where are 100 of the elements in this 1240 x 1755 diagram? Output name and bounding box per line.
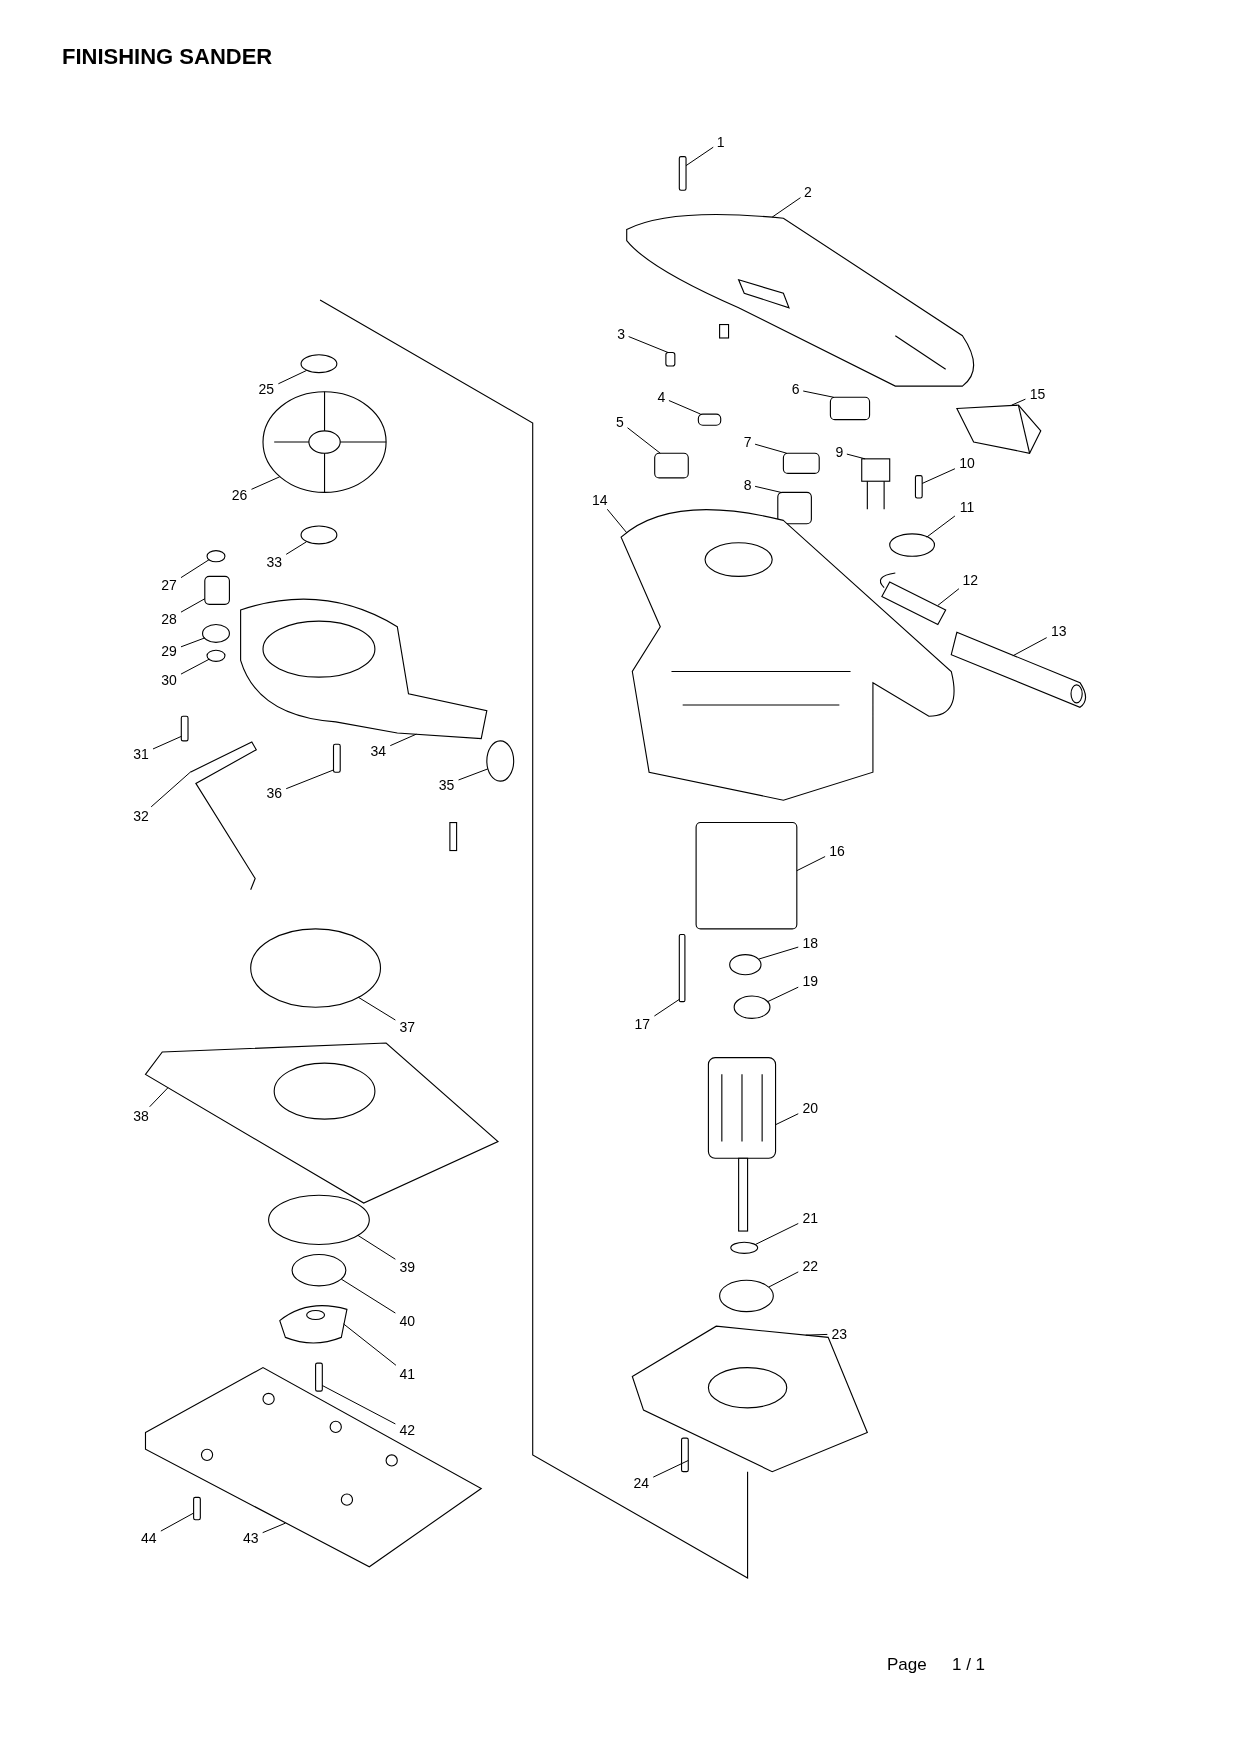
screw-drawing: [914, 475, 923, 499]
sleeve-drawing: [204, 575, 230, 605]
motor-housing-drawing: [620, 509, 955, 801]
callout-number: 34: [370, 743, 387, 758]
leader-line: [150, 771, 191, 808]
leader-line: [653, 998, 680, 1017]
callout-number: 41: [399, 1367, 416, 1382]
leader-line: [340, 1278, 396, 1314]
terminal-block-drawing: [829, 396, 871, 421]
leader-line: [160, 1512, 195, 1532]
callout-number: 42: [399, 1423, 416, 1438]
callout-number: 25: [258, 382, 275, 397]
leader-line: [152, 735, 182, 750]
leader-line: [758, 946, 799, 960]
leader-line: [754, 485, 782, 493]
fan-housing-drawing: [240, 598, 488, 740]
leader-line: [321, 1385, 396, 1425]
leader-line: [262, 1522, 286, 1534]
bearing-drawing: [291, 1254, 347, 1287]
callout-number: 44: [141, 1530, 157, 1545]
callout-number: 2: [804, 185, 812, 200]
callout-number: 1: [716, 135, 725, 150]
leader-line: [389, 733, 417, 747]
callout-number: 43: [242, 1530, 259, 1545]
leader-line: [1011, 398, 1026, 406]
ring-drawing: [250, 928, 382, 1008]
leader-line: [285, 769, 334, 790]
long-screw-drawing: [678, 933, 686, 1003]
leader-line: [277, 369, 308, 385]
callout-number: 35: [438, 777, 455, 792]
switch-drawing: [777, 491, 812, 525]
leader-line: [685, 146, 714, 167]
leader-line: [357, 1235, 396, 1260]
leader-line: [802, 390, 835, 398]
o-ring-drawing: [486, 740, 515, 782]
leader-line: [768, 1271, 799, 1288]
callout-number: 3: [617, 326, 625, 341]
callout-number: 20: [802, 1100, 819, 1115]
switch-lever-drawing: [782, 452, 820, 474]
callout-number: 21: [802, 1210, 819, 1225]
leader-line: [149, 1087, 169, 1108]
callout-number: 33: [266, 554, 282, 569]
callout-number: 9: [835, 445, 844, 460]
cord-clamp-drawing: [889, 533, 936, 557]
callout-number: 10: [959, 456, 975, 471]
callout-number: 37: [399, 1020, 416, 1035]
bushing-drawing: [202, 623, 230, 643]
callout-number: 19: [802, 974, 819, 989]
stator-drawing: [695, 822, 798, 930]
page-label: Page: [887, 1654, 927, 1676]
leader-line: [926, 515, 956, 538]
callout-number: 15: [1029, 386, 1046, 401]
callout-number: 5: [616, 414, 624, 429]
leader-line: [668, 400, 702, 415]
callout-number: 39: [399, 1259, 416, 1274]
leader-line: [796, 856, 826, 872]
leader-line: [357, 996, 396, 1021]
callout-number: 12: [962, 572, 979, 587]
callout-number: 18: [802, 936, 819, 951]
callout-number: 4: [657, 390, 666, 405]
leader-line: [180, 658, 210, 675]
callout-number: 11: [959, 499, 975, 514]
callout-number: 30: [161, 673, 177, 688]
capacitor-drawing: [861, 458, 891, 510]
screw-drawing: [681, 1437, 689, 1473]
callout-number: 27: [161, 578, 177, 593]
leader-line: [180, 637, 206, 648]
leader-line: [652, 1459, 689, 1478]
leader-line: [805, 1333, 828, 1336]
callout-number: 17: [634, 1017, 651, 1031]
callout-number: 14: [592, 493, 608, 508]
screw-drawing: [678, 156, 687, 191]
leader-line: [1012, 637, 1048, 657]
page-title: FINISHING SANDER: [62, 43, 273, 71]
callout-number: 29: [161, 644, 177, 659]
screw-drawing: [332, 743, 341, 773]
callout-number: 7: [743, 435, 752, 450]
screw-drawing: [315, 1362, 323, 1392]
wire-clip-drawing: [189, 741, 258, 891]
callout-number: 13: [1050, 624, 1067, 639]
leader-line: [180, 598, 206, 613]
cord-guard-drawing: [879, 572, 947, 626]
bearing-box-drawing: [631, 1325, 869, 1473]
leader-line: [754, 443, 788, 454]
balancer-drawing: [279, 1305, 348, 1344]
pin-drawing: [665, 351, 676, 367]
callout-number: 26: [231, 487, 248, 502]
o-ring-drawing: [206, 550, 226, 563]
carbon-brush-drawing: [654, 452, 689, 479]
leader-line: [628, 336, 669, 354]
bearing-drawing: [733, 995, 771, 1019]
callout-number: 38: [133, 1108, 149, 1123]
leader-line: [606, 508, 628, 534]
leader-line: [921, 468, 956, 484]
brush-holder-drawing: [697, 413, 722, 426]
leader-line: [180, 559, 210, 579]
handle-cap-drawing: [955, 404, 1042, 454]
seal-drawing: [268, 1194, 370, 1246]
leader-line: [251, 476, 281, 490]
callout-number: 22: [802, 1258, 819, 1273]
